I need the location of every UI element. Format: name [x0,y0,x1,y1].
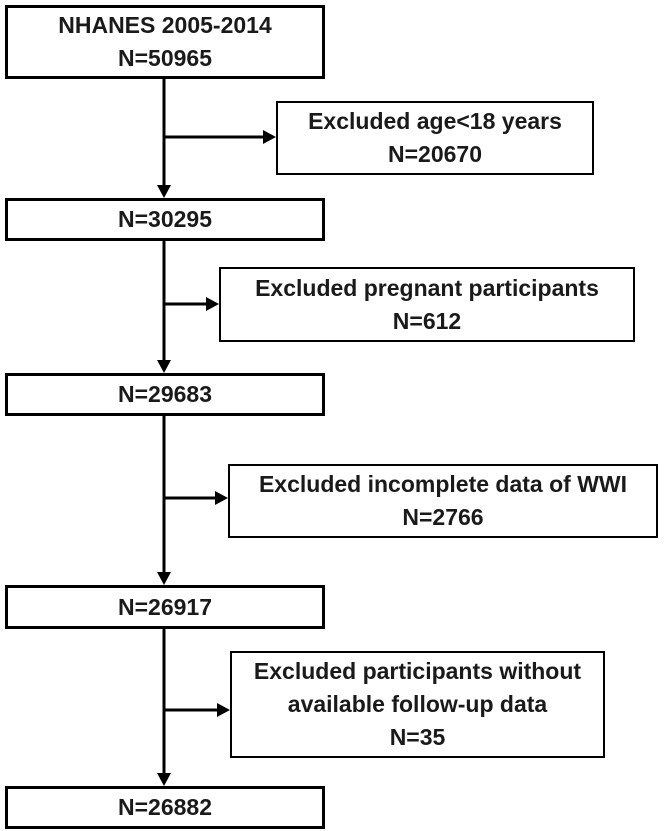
box-count-line: N=50965 [118,45,212,71]
box-label-line: Excluded age<18 years [308,108,562,134]
box-count-line: N=29683 [118,381,212,407]
box-count-line: N=612 [392,307,462,334]
box-count-line: N=26917 [118,593,212,620]
flow-box-nhanes-cohort: NHANES 2005-2014 N=50965 [5,5,325,79]
arrowhead-down-icon [157,773,171,786]
box-label-line: available follow-up data [287,691,548,717]
box-count-line: N=35 [389,724,446,750]
arrowhead-right-icon [215,491,228,505]
arrowhead-right-icon [263,130,276,144]
exclusion-box-pregnant: Excluded pregnant participants N=612 [219,267,635,342]
box-label-line: NHANES 2005-2014 [58,12,272,38]
box-count-line: N=26882 [118,794,212,820]
flow-box-after-pregnancy-exclusion: N=29683 [5,373,325,416]
box-label-line: Excluded pregnant participants [255,274,599,301]
flow-box-after-wwi-exclusion: N=26917 [5,585,325,629]
arrowhead-down-icon [157,572,171,585]
arrowhead-right-icon [206,297,219,311]
box-label-line: Excluded participants without [253,658,582,684]
exclusion-box-followup: Excluded participants without available … [230,651,605,758]
arrowhead-right-icon [217,703,230,717]
flow-box-after-age-exclusion: N=30295 [5,198,325,241]
flow-box-final-sample: N=26882 [5,786,325,829]
arrowhead-down-icon [157,360,171,373]
box-label-line: Excluded incomplete data of WWI [258,471,628,497]
exclusion-box-wwi-data: Excluded incomplete data of WWI N=2766 [228,464,658,538]
arrowhead-down-icon [157,185,171,198]
box-count-line: N=30295 [118,206,212,232]
box-count-line: N=20670 [388,141,482,167]
exclusion-box-age: Excluded age<18 years N=20670 [276,101,594,175]
box-count-line: N=2766 [402,504,484,530]
